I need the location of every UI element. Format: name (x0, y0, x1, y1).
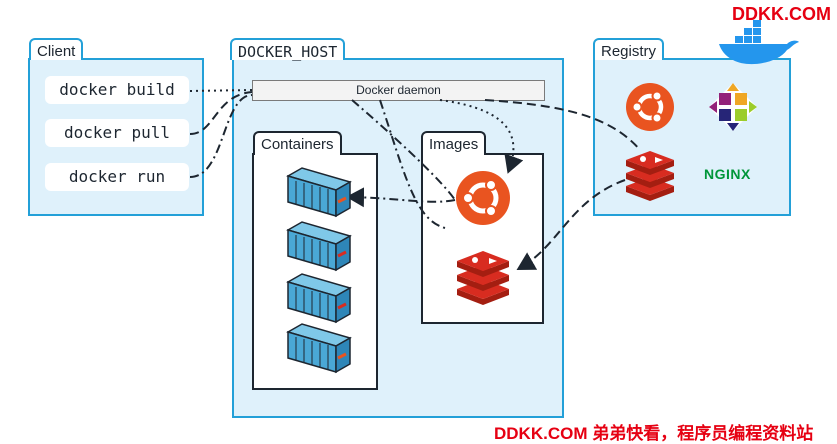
docker-run-command: docker run (45, 163, 189, 191)
ubuntu-logo-icon (456, 171, 510, 225)
client-title: Client (29, 38, 84, 60)
watermark-top: DDKK.COM (732, 4, 831, 24)
nginx-logo-icon: NGINX (704, 166, 751, 182)
docker-build-command: docker build (45, 76, 189, 104)
docker-whale-icon (719, 20, 799, 65)
container-icon (286, 273, 352, 324)
container-icon (286, 323, 352, 374)
images-title: Images (421, 131, 487, 155)
redis-logo-icon (457, 251, 509, 305)
docker-daemon-bar: Docker daemon (252, 80, 545, 101)
ubuntu-logo-icon (626, 83, 674, 131)
redis-logo-icon (626, 151, 674, 201)
containers-title: Containers (253, 131, 342, 155)
centos-logo-icon (709, 83, 757, 131)
container-icon (286, 167, 352, 218)
docker-pull-command: docker pull (45, 119, 189, 147)
watermark-bottom: DDKK.COM 弟弟快看，程序员编程资料站 (494, 424, 814, 443)
docker-host-title: DOCKER_HOST (230, 38, 346, 61)
registry-title: Registry (593, 38, 665, 60)
container-icon (286, 221, 352, 272)
